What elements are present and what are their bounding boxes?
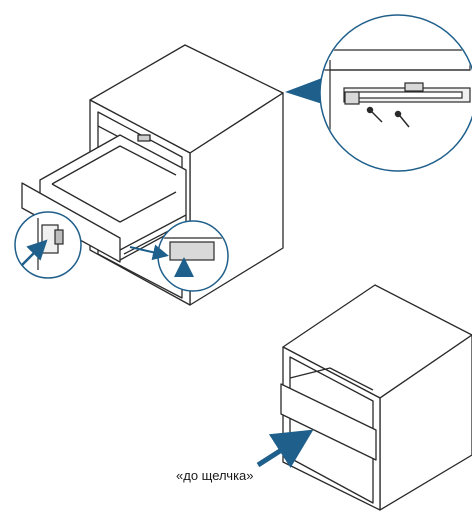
slide-rail-inner <box>351 91 463 99</box>
callout-detail-right <box>285 14 472 172</box>
callout-detail-left <box>14 211 82 279</box>
callout-cabinet-top <box>321 49 471 71</box>
drawer-guide-rail <box>119 214 187 251</box>
arrow-icon <box>21 239 48 266</box>
drawer-inner-rim <box>51 145 177 185</box>
arrow-icon <box>256 429 314 468</box>
drawer-slide-marker <box>137 134 151 142</box>
click-annotation-label: «до щелчка» <box>176 468 254 483</box>
slide-bracket <box>404 82 424 92</box>
bottom-cabinet <box>280 284 472 511</box>
rail-end-detail <box>169 241 215 261</box>
callout-detail-bottom <box>129 220 229 292</box>
slide-connector <box>344 91 360 105</box>
bottom-drawer-front <box>280 383 377 461</box>
screw-icon <box>366 106 410 128</box>
arrow-icon <box>129 244 169 261</box>
drawer-inner-bottom <box>51 183 177 223</box>
